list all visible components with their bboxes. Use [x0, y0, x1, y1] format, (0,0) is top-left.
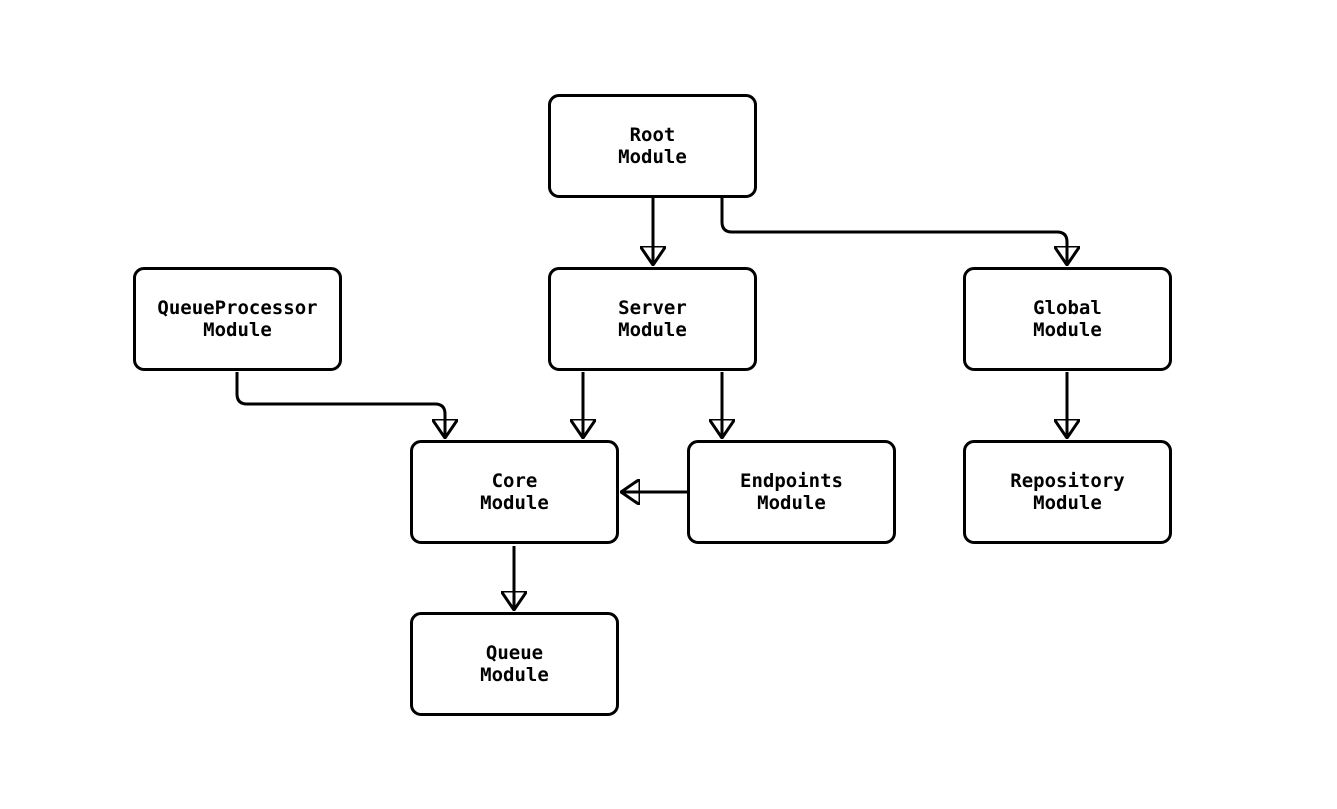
- node-endpoints-module-label: Endpoints Module: [740, 470, 843, 514]
- node-queue-module-label: Queue Module: [480, 642, 549, 686]
- node-repository-module: Repository Module: [963, 440, 1172, 544]
- node-queueprocessor-module-label: QueueProcessor Module: [157, 297, 318, 341]
- edge-queueprocessor-to-core: [235, 372, 445, 438]
- node-core-module-label: Core Module: [480, 470, 549, 514]
- node-global-module: Global Module: [963, 267, 1172, 371]
- node-global-module-label: Global Module: [1033, 297, 1102, 341]
- node-queue-module: Queue Module: [410, 612, 619, 716]
- node-endpoints-module: Endpoints Module: [687, 440, 896, 544]
- node-core-module: Core Module: [410, 440, 619, 544]
- node-queueprocessor-module: QueueProcessor Module: [133, 267, 342, 371]
- edge-root-to-global: [720, 197, 1067, 265]
- node-root-module: Root Module: [548, 94, 757, 198]
- node-root-module-label: Root Module: [618, 124, 687, 168]
- node-server-module: Server Module: [548, 267, 757, 371]
- node-repository-module-label: Repository Module: [1010, 470, 1125, 514]
- node-server-module-label: Server Module: [618, 297, 687, 341]
